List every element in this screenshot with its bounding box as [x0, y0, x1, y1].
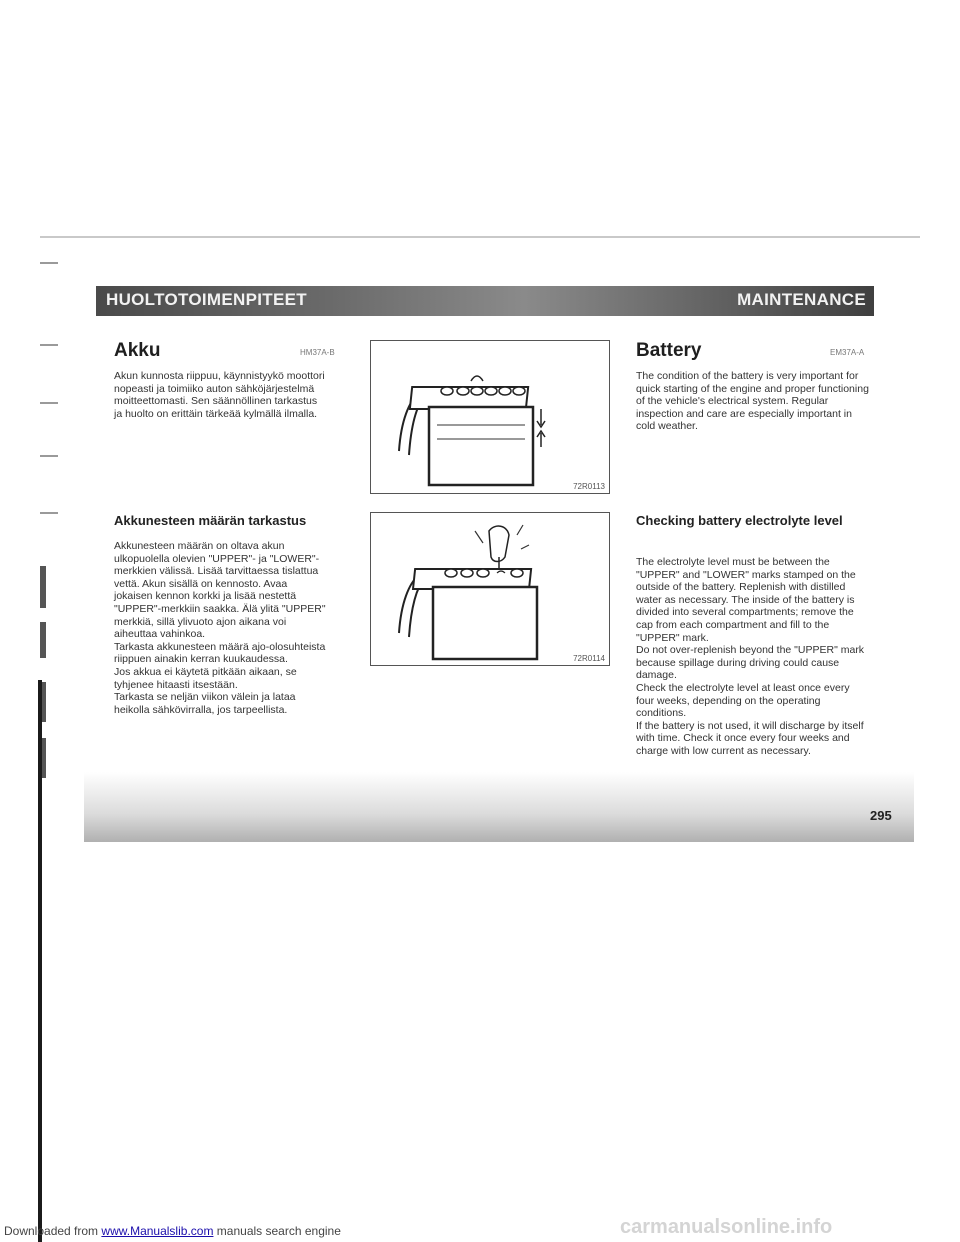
finnish-title: Akku — [114, 340, 161, 361]
finnish-subtitle: Akkunesteen määrän tarkastus — [114, 513, 307, 528]
english-code: EM37A-A — [830, 348, 865, 357]
scan-edge-bar — [40, 738, 46, 778]
finnish-paragraph: Tarkasta akkunesteen määrä ajo-olosuhtei… — [114, 640, 326, 666]
english-subtitle: Checking battery electrolyte level — [636, 513, 843, 528]
scan-edge-bar — [40, 622, 46, 658]
finnish-body: Akkunesteen määrän on oltava akun ulkopu… — [114, 540, 326, 716]
english-paragraph: If the battery is not used, it will disc… — [636, 719, 864, 757]
footer-prefix: Downloaded from — [4, 1224, 99, 1238]
footer-suffix: manuals search engine — [216, 1224, 341, 1238]
section-header-band: HUOLTOTOIMENPITEET MAINTENANCE — [96, 286, 874, 316]
binding-spine — [38, 680, 42, 1242]
finnish-intro: Akun kunnosta riippuu, käynnistyykö moot… — [114, 370, 325, 420]
figure-battery-level: 72R0113 — [370, 340, 610, 494]
finnish-paragraph: Akkunesteen määrän on oltava akun ulkopu… — [114, 540, 326, 641]
header-title-finnish: HUOLTOTOIMENPITEET — [106, 290, 307, 309]
finnish-paragraph: Tarkasta se neljän viikon välein ja lata… — [114, 691, 296, 716]
scan-edge-mark — [40, 344, 58, 346]
scan-edge-bar — [40, 682, 46, 722]
scan-edge-mark — [40, 402, 58, 404]
download-footer: Downloaded from www.Manualslib.com manua… — [4, 1224, 341, 1238]
watermark: carmanualsonline.info — [620, 1216, 833, 1238]
scan-edge-mark — [40, 262, 58, 264]
manualslib-link[interactable]: www.Manualslib.com — [101, 1224, 214, 1238]
figure-caption: 72R0114 — [573, 654, 605, 663]
scan-edge-bar — [40, 566, 46, 608]
header-title-english: MAINTENANCE — [737, 290, 866, 309]
scan-shadow — [84, 772, 914, 842]
english-paragraph: Check the electrolyte level at least onc… — [636, 681, 850, 720]
figure-caption: 72R0113 — [573, 482, 605, 491]
page-number: 295 — [870, 808, 892, 823]
finnish-code: HM37A-B — [300, 348, 335, 357]
battery-level-icon — [398, 375, 546, 487]
battery-refill-icon — [398, 524, 539, 661]
scan-edge-mark — [40, 512, 58, 514]
scan-top-rule — [40, 236, 920, 238]
english-title: Battery — [636, 340, 702, 361]
english-paragraph: The electrolyte level must be between th… — [636, 556, 856, 644]
english-intro: The condition of the battery is very imp… — [636, 370, 869, 433]
scan-edge-mark — [40, 455, 58, 457]
english-paragraph: Do not over-replenish beyond the "UPPER"… — [636, 644, 865, 682]
figure-battery-refill: 72R0114 — [370, 512, 610, 666]
english-body: The electrolyte level must be between th… — [636, 556, 870, 758]
finnish-paragraph: Jos akkua ei käytetä pitkään aikaan, se … — [114, 665, 297, 691]
